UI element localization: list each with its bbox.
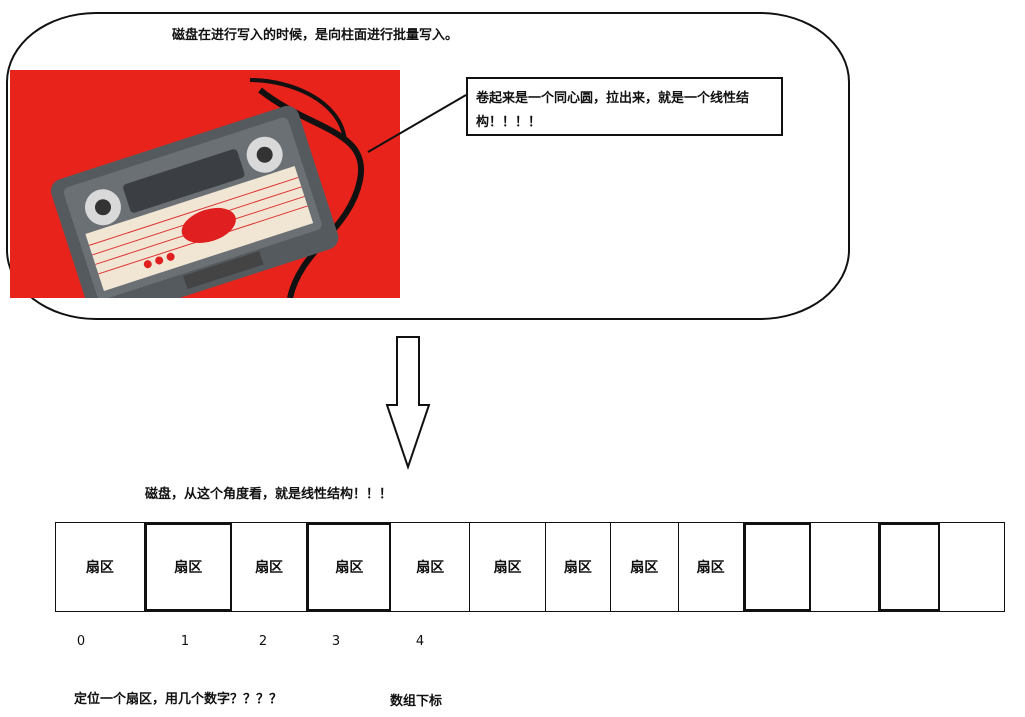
array-index-label: 数组下标 bbox=[390, 690, 442, 709]
sector-cell bbox=[940, 523, 1004, 611]
sector-cell bbox=[879, 523, 940, 611]
sector-cell: 扇区 bbox=[391, 523, 470, 611]
middle-caption: 磁盘，从这个角度看，就是线性结构！！！ bbox=[145, 483, 392, 502]
index-label: 3 bbox=[321, 634, 351, 649]
top-caption: 磁盘在进行写入的时候，是向柱面进行批量写入。 bbox=[172, 24, 458, 43]
cassette-photo bbox=[10, 70, 400, 298]
sector-cell: 扇区 bbox=[546, 523, 611, 611]
sector-cell: 扇区 bbox=[307, 523, 391, 611]
sector-cell: 扇区 bbox=[470, 523, 546, 611]
sector-cell: 扇区 bbox=[56, 523, 145, 611]
index-label: 4 bbox=[405, 634, 435, 649]
sector-cell: 扇区 bbox=[679, 523, 744, 611]
question-text: 定位一个扇区，用几个数字？？？？ bbox=[74, 688, 282, 707]
callout-box: 卷起来是一个同心圆，拉出来，就是一个线性结构！！！！ bbox=[466, 77, 783, 136]
sector-cell: 扇区 bbox=[232, 523, 308, 611]
sector-cell bbox=[744, 523, 812, 611]
index-label: 0 bbox=[66, 634, 96, 649]
sector-cell: 扇区 bbox=[145, 523, 232, 611]
index-label: 2 bbox=[248, 634, 278, 649]
sector-cell: 扇区 bbox=[611, 523, 679, 611]
index-label: 1 bbox=[170, 634, 200, 649]
down-arrow-icon bbox=[385, 335, 435, 470]
sector-row: 扇区 扇区 扇区 扇区 扇区 扇区 扇区 扇区 扇区 bbox=[55, 522, 1005, 612]
callout-text: 卷起来是一个同心圆，拉出来，就是一个线性结构！！！！ bbox=[476, 91, 749, 130]
sector-cell bbox=[811, 523, 879, 611]
